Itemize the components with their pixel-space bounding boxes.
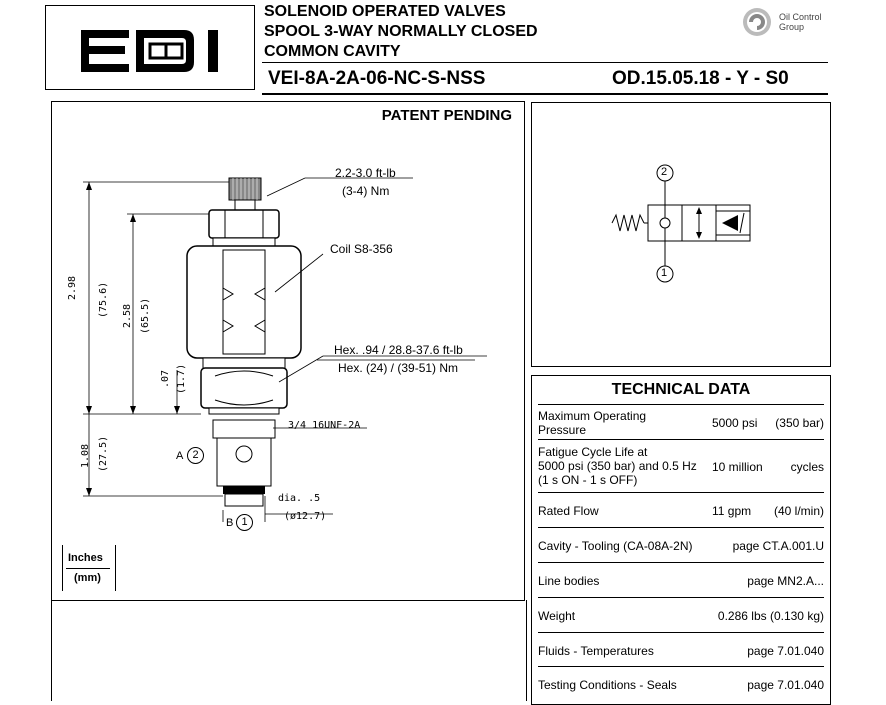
dim-65-5: (65.5) xyxy=(140,297,151,334)
coil-label: Coil S8-356 xyxy=(330,242,393,256)
oil-control-group-logo xyxy=(743,8,771,36)
port-a-number: 2 xyxy=(187,447,204,464)
dia-label-1: dia. .5 xyxy=(278,493,321,504)
tech-row: Testing Conditions - Seals page 7.01.040 xyxy=(532,668,830,700)
group-line-2: Group xyxy=(779,22,805,32)
dim-27-5: (27.5) xyxy=(98,435,109,472)
tech-value-alt: page 7.01.040 xyxy=(747,644,824,658)
title-line-2: SPOOL 3-WAY NORMALLY CLOSED xyxy=(264,23,538,40)
logo-box xyxy=(45,5,255,90)
tech-label: Fluids - Temperatures xyxy=(538,644,654,658)
tech-label: Rated Flow xyxy=(538,504,599,518)
hex-label-1: Hex. .94 / 28.8-37.6 ft-lb xyxy=(334,343,463,357)
dim-0-07: .07 xyxy=(160,369,171,388)
hydraulic-symbol xyxy=(611,164,751,283)
tech-label: Weight xyxy=(538,609,576,623)
tech-value-alt: (40 l/min) xyxy=(773,504,824,518)
symbol-box: 2 1 xyxy=(531,102,831,367)
tech-value: 10 million xyxy=(712,460,763,474)
dia-label-2: (ø12.7) xyxy=(284,511,327,522)
tech-value: 11 gpm xyxy=(712,504,752,518)
port-a-label: A xyxy=(176,450,184,462)
dim-2-98: 2.98 xyxy=(67,275,78,300)
thread-label: 3/4 16UNF-2A xyxy=(288,420,361,431)
tech-value: 5000 psi xyxy=(712,416,758,430)
tech-title: TECHNICAL DATA xyxy=(611,381,751,398)
tech-value-alt: (350 bar) xyxy=(775,416,824,430)
tech-row: Line bodies page MN2.A... xyxy=(532,564,830,596)
group-line-1: Oil Control xyxy=(779,12,822,22)
title-line-1: SOLENOID OPERATED VALVES xyxy=(264,3,506,20)
dim-1-08: 1.08 xyxy=(80,443,91,468)
tech-row: Fluids - Temperatures page 7.01.040 xyxy=(532,634,830,666)
symbol-port-top: 2 xyxy=(661,166,668,178)
torque-top-2: (3-4) Nm xyxy=(342,184,390,198)
edi-logo xyxy=(81,30,218,72)
symbol-port-bottom: 1 xyxy=(661,267,668,279)
model-code: VEI-8A-2A-06-NC-S-NSS xyxy=(268,68,486,89)
tech-rule-3 xyxy=(538,527,824,528)
units-mm: (mm) xyxy=(74,572,101,584)
tech-rule-1 xyxy=(538,439,824,440)
units-bracket xyxy=(62,545,116,591)
units-divider xyxy=(66,568,110,569)
tech-rule-5 xyxy=(538,597,824,598)
hex-label-2: Hex. (24) / (39-51) Nm xyxy=(338,361,459,375)
tech-rule-4 xyxy=(538,562,824,563)
dim-75-6: (75.6) xyxy=(98,281,109,318)
dim-1-7: (1.7) xyxy=(176,363,187,394)
tech-value-alt: cycles xyxy=(790,460,824,474)
sheet-code: OD.15.05.18 - Y - S0 xyxy=(612,68,789,89)
tech-value-alt: 0.286 lbs (0.130 kg) xyxy=(717,609,824,623)
dim-2-58: 2.58 xyxy=(122,303,133,328)
units-inches: Inches xyxy=(68,552,103,564)
tech-rule-0 xyxy=(538,404,824,405)
patent-pending: PATENT PENDING xyxy=(381,107,512,124)
header-rule-bottom xyxy=(262,93,828,95)
tech-rule-6 xyxy=(538,632,824,633)
tech-label: Line bodies xyxy=(538,574,600,588)
tech-row: Weight 0.286 lbs (0.130 kg) xyxy=(532,599,830,631)
header-rule-top xyxy=(262,62,828,63)
tech-label: Testing Conditions - Seals xyxy=(538,678,677,692)
tech-label: Cavity - Tooling (CA-08A-2N) xyxy=(538,539,693,553)
drawing-box: PATENT PENDING xyxy=(51,101,525,601)
tech-value-alt: page MN2.A... xyxy=(747,574,824,588)
tech-row: Cavity - Tooling (CA-08A-2N) page CT.A.0… xyxy=(532,529,830,561)
torque-top-1: 2.2-3.0 ft-lb xyxy=(335,166,396,180)
valve-drawing xyxy=(83,177,487,522)
title-line-3: COMMON CAVITY xyxy=(264,43,401,60)
port-b-number: 1 xyxy=(236,514,253,531)
tech-rule-2 xyxy=(538,492,824,493)
port-b-label: B xyxy=(226,517,234,529)
tech-value-alt: page CT.A.001.U xyxy=(732,539,824,553)
tech-row: Rated Flow 11 gpm (40 l/min) xyxy=(532,494,830,526)
tech-rule-7 xyxy=(538,666,824,667)
lower-left-frame xyxy=(51,600,527,701)
tech-value-alt: page 7.01.040 xyxy=(747,678,824,692)
